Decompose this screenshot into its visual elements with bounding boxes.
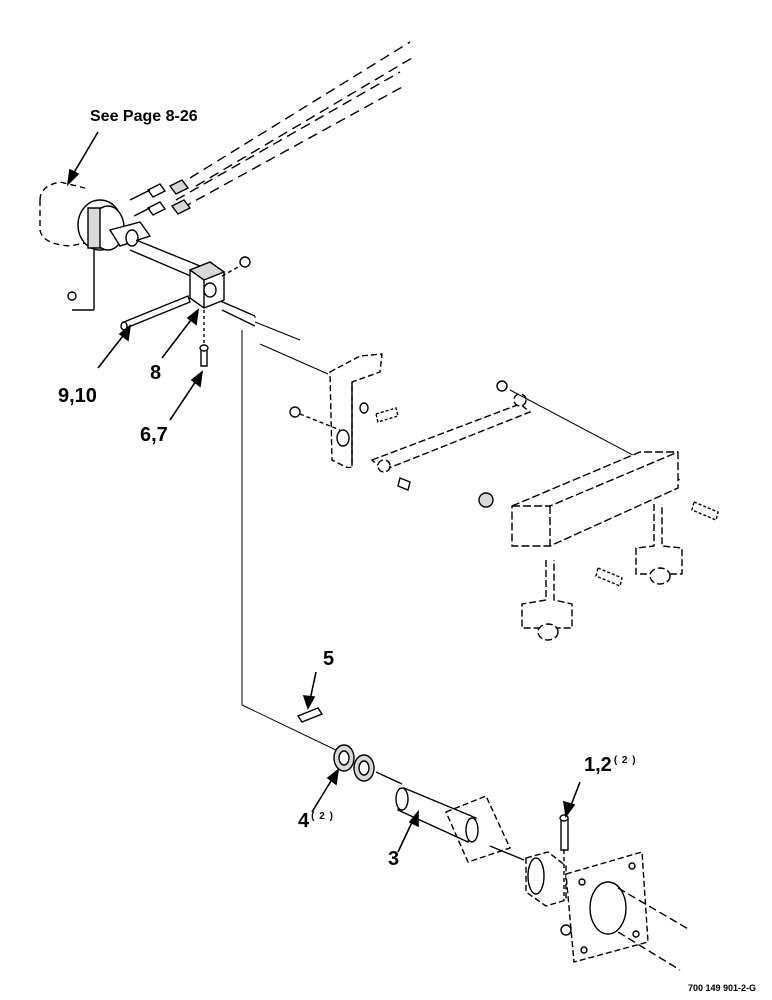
callout-9-10: 9,10 — [58, 385, 97, 407]
assembly-leader-lines — [242, 316, 340, 752]
frame-legs — [522, 504, 682, 640]
hose-fittings — [130, 180, 190, 216]
callout-1-2: 1,2( 2 ) — [584, 754, 637, 777]
gauge-frame — [512, 452, 678, 546]
see-page-label: See Page 8-26 — [90, 108, 198, 125]
set-screw — [200, 310, 208, 366]
woodruff-key — [298, 708, 322, 722]
hydraulic-hoses — [176, 42, 412, 208]
callout-8: 8 — [150, 362, 162, 384]
document-number: 700 149 901-2-G — [688, 983, 757, 993]
callout-4: 4( 2 ) — [298, 810, 334, 833]
mounting-bracket — [330, 354, 382, 468]
coupler-bolt — [121, 257, 250, 330]
drive-shaft-upper — [130, 240, 255, 326]
callout-6-7: 6,7 — [140, 424, 168, 446]
callout-3: 3 — [388, 848, 400, 870]
callout-5: 5 — [323, 648, 335, 670]
bearing-housing — [526, 852, 648, 962]
callout-arrows — [68, 132, 580, 852]
link-arm — [372, 394, 530, 472]
callout-4-quantity: ( 2 ) — [311, 811, 334, 823]
lower-shaft-tube — [618, 888, 690, 970]
hydraulic-motor — [40, 182, 150, 310]
callout-1-2-quantity: ( 2 ) — [613, 755, 637, 767]
callout-4-number: 4 — [298, 810, 310, 832]
frame-bolts — [479, 493, 718, 586]
callout-1-2-number: 1,2 — [584, 754, 612, 776]
spacer-washers — [334, 745, 374, 781]
bracket-bolts — [290, 403, 398, 430]
drive-shaft-lower — [376, 772, 524, 862]
coupler-block — [190, 262, 224, 308]
